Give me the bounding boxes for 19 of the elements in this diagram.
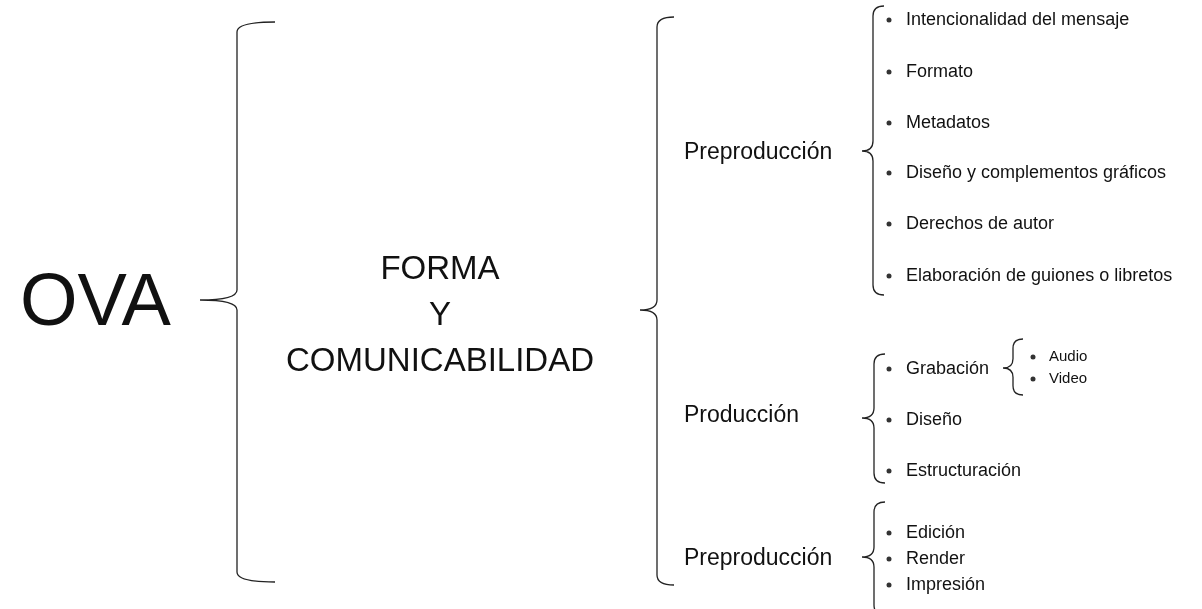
branch-title: Preproducción <box>684 543 833 571</box>
list-item: Elaboración de guiones o libretos <box>906 264 1173 286</box>
list-item: Metadatos <box>906 111 991 133</box>
list-item: Intencionalidad del mensaje <box>906 8 1130 30</box>
list-item: Derechos de autor <box>906 212 1055 234</box>
list-item: Formato <box>906 60 974 82</box>
list-item: Render <box>906 547 966 569</box>
branch-title: Preproducción <box>684 137 833 165</box>
root-title: OVA <box>20 257 171 343</box>
list-item: Impresión <box>906 573 986 595</box>
list-item: Diseño <box>906 408 963 430</box>
list-item: Grabación <box>906 357 990 379</box>
list-item: Video <box>1049 369 1088 387</box>
topic-heading: FORMA Y COMUNICABILIDAD <box>286 247 594 381</box>
branch-title: Producción <box>684 400 800 428</box>
list-item: Edición <box>906 521 966 543</box>
list-item: Estructuración <box>906 459 1022 481</box>
list-item: Audio <box>1049 347 1088 365</box>
list-item: Diseño y complementos gráficos <box>906 161 1167 183</box>
